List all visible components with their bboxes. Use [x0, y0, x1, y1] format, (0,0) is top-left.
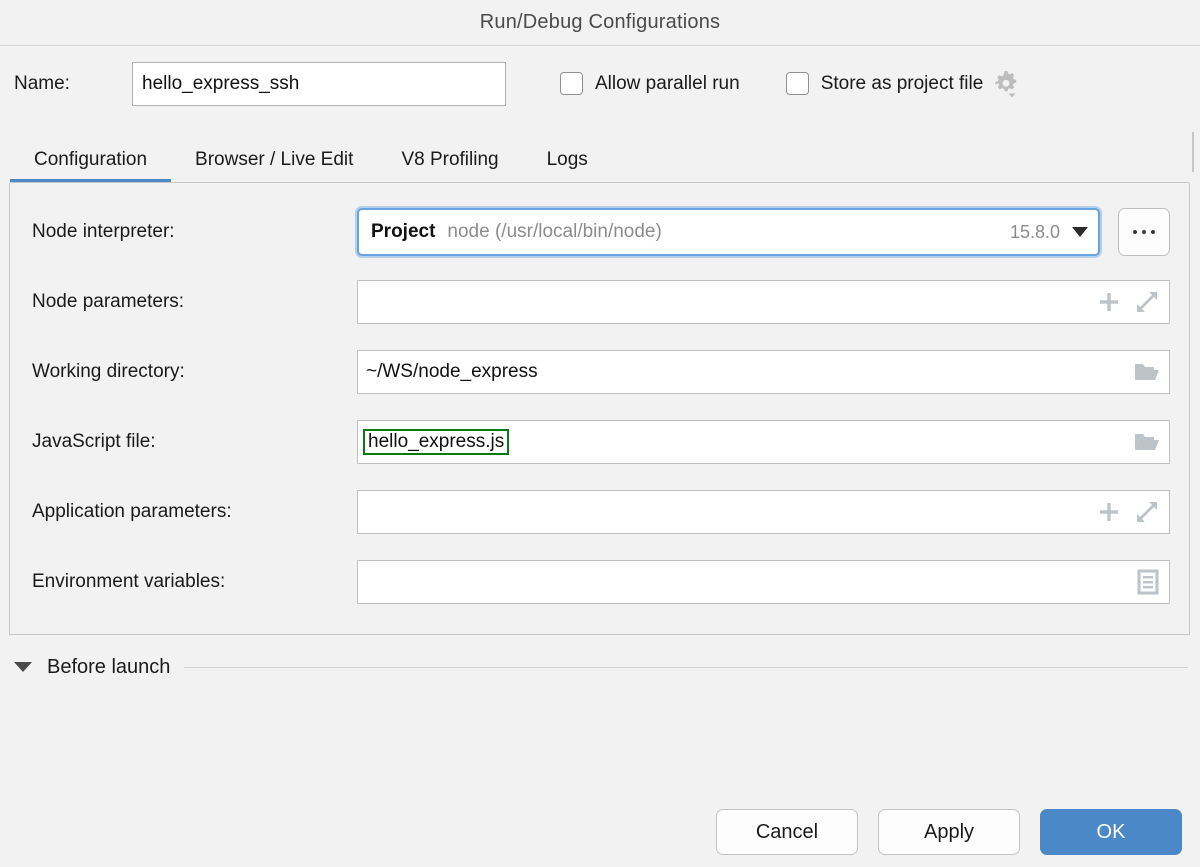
before-launch-divider: [184, 666, 1188, 668]
tab-browser-live-edit[interactable]: Browser / Live Edit: [195, 149, 354, 170]
dialog-titlebar: Run/Debug Configurations: [0, 0, 1200, 46]
store-as-project-file-checkbox-group[interactable]: Store as project file: [785, 72, 984, 95]
node-interpreter-path: node (/usr/local/bin/node): [447, 221, 662, 242]
chevron-down-icon[interactable]: [14, 662, 32, 672]
node-parameters-label: Node parameters:: [32, 291, 185, 312]
folder-icon[interactable]: [1133, 361, 1159, 383]
page-title: Run/Debug Configurations: [479, 11, 721, 33]
apply-button[interactable]: Apply: [878, 809, 1020, 855]
node-interpreter-version: 15.8.0: [1009, 221, 1060, 242]
row-node-interpreter: Node interpreter: Project node (/usr/loc…: [10, 197, 1189, 267]
row-application-parameters: Application parameters:: [10, 477, 1189, 547]
node-interpreter-browse-button[interactable]: [1118, 208, 1170, 256]
right-edge-sliver: [1192, 132, 1200, 172]
environment-variables-label: Environment variables:: [32, 571, 226, 592]
before-launch-label: Before launch: [47, 655, 171, 678]
javascript-file-input[interactable]: hello_express.js: [357, 420, 1170, 464]
plus-icon[interactable]: [1097, 290, 1121, 314]
application-parameters-input[interactable]: [357, 490, 1170, 534]
application-parameters-label: Application parameters:: [32, 501, 232, 522]
folder-icon[interactable]: [1133, 431, 1159, 453]
node-parameters-input[interactable]: [357, 280, 1170, 324]
row-environment-variables: Environment variables:: [10, 547, 1189, 617]
ok-button[interactable]: OK: [1040, 809, 1182, 855]
javascript-file-value: hello_express.js: [363, 429, 510, 455]
plus-icon[interactable]: [1097, 500, 1121, 524]
expand-icon[interactable]: [1135, 500, 1159, 524]
store-as-project-file-label: Store as project file: [820, 72, 984, 94]
allow-parallel-run-checkbox-group[interactable]: Allow parallel run: [560, 72, 740, 95]
expand-icon[interactable]: [1135, 290, 1159, 314]
ellipsis-dot-icon: [1151, 230, 1155, 234]
gear-button[interactable]: [993, 69, 1019, 99]
configuration-panel: Node interpreter: Project node (/usr/loc…: [9, 182, 1190, 635]
tab-logs[interactable]: Logs: [546, 149, 588, 170]
tab-bar: Configuration Browser / Live Edit V8 Pro…: [0, 121, 1200, 183]
row-working-directory: Working directory: ~/WS/node_express: [10, 337, 1189, 407]
tab-v8-profiling[interactable]: V8 Profiling: [401, 149, 499, 170]
working-directory-label: Working directory:: [32, 361, 185, 382]
working-directory-input[interactable]: ~/WS/node_express: [357, 350, 1170, 394]
name-row: Name: Allow parallel run Store as projec…: [0, 46, 1200, 172]
javascript-file-label: JavaScript file:: [32, 431, 156, 452]
name-label: Name:: [14, 72, 70, 94]
env-list-icon[interactable]: [1137, 569, 1159, 595]
ellipsis-dot-icon: [1142, 230, 1146, 234]
cancel-button[interactable]: Cancel: [716, 809, 858, 855]
node-interpreter-label: Node interpreter:: [32, 221, 175, 242]
node-interpreter-primary-value: Project: [371, 221, 436, 242]
ellipsis-dot-icon: [1133, 230, 1137, 234]
allow-parallel-run-label: Allow parallel run: [595, 72, 740, 94]
chevron-down-icon[interactable]: [1072, 227, 1088, 237]
gear-icon[interactable]: [993, 69, 1019, 99]
environment-variables-input[interactable]: [357, 560, 1170, 604]
store-as-project-file-checkbox[interactable]: [785, 72, 809, 95]
tab-configuration[interactable]: Configuration: [10, 149, 172, 183]
allow-parallel-run-checkbox[interactable]: [560, 72, 583, 95]
working-directory-value: ~/WS/node_express: [366, 361, 538, 382]
node-interpreter-combobox[interactable]: Project node (/usr/local/bin/node) 15.8.…: [357, 208, 1100, 256]
row-javascript-file: JavaScript file: hello_express.js: [10, 407, 1189, 477]
dialog-footer: Cancel Apply OK: [0, 797, 1200, 867]
row-node-parameters: Node parameters:: [10, 267, 1189, 337]
name-input[interactable]: [132, 61, 506, 106]
before-launch-section[interactable]: Before launch: [0, 635, 1200, 699]
panel-top-divider: [10, 182, 1189, 183]
configuration-form: Node interpreter: Project node (/usr/loc…: [10, 183, 1189, 617]
